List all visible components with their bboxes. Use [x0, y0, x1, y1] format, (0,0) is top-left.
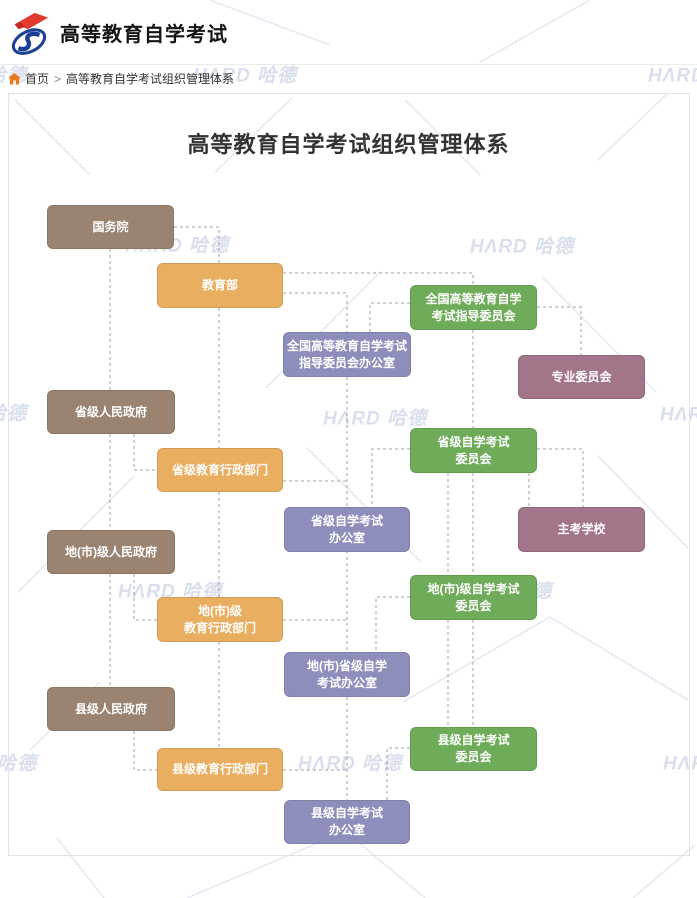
hard-watermark: HΛRD 哈德	[662, 753, 697, 775]
node-city-education-dept: 地(市)级教育行政部门	[157, 597, 283, 642]
node-county-government: 县级人民政府	[47, 687, 175, 731]
node-label: 考试指导委员会	[431, 308, 516, 323]
node-provincial-education-dept: 省级教育行政部门	[157, 448, 283, 492]
node-label: 办公室	[328, 823, 365, 837]
hard-watermark: HΛRD 哈德	[322, 408, 428, 430]
node-label: 国务院	[92, 219, 129, 234]
hard-watermark: HΛRD 哈德	[192, 65, 298, 87]
node-label: 教育部	[201, 278, 238, 292]
node-label: 全国高等教育自学	[425, 291, 522, 306]
breadcrumb-home-link[interactable]: 首页	[25, 72, 50, 86]
home-icon[interactable]	[8, 72, 21, 85]
node-label: 省级人民政府	[74, 404, 147, 419]
node-label: 指导委员会办公室	[298, 355, 395, 370]
node-county-education-dept: 县级教育行政部门	[157, 748, 283, 791]
content-frame	[8, 93, 690, 856]
node-label: 教育行政部门	[183, 620, 256, 635]
hard-watermark: HΛRD 哈德	[0, 753, 38, 775]
node-label: 委员会	[455, 750, 492, 764]
node-city-exam-committee: 地(市)级自学考试委员会	[410, 575, 537, 620]
self-exam-logo-icon[interactable]	[6, 7, 52, 57]
node-label: 省级自学考试	[437, 434, 510, 449]
node-provincial-government: 省级人民政府	[47, 390, 175, 434]
node-label: 地(市)级人民政府	[65, 544, 157, 559]
node-label: 全国高等教育自学考试	[286, 338, 407, 353]
node-city-government: 地(市)级人民政府	[47, 530, 175, 574]
node-ministry-of-education: 教育部	[157, 263, 283, 308]
node-label: 省级自学考试	[310, 513, 383, 528]
hard-watermark: HΛRD 哈德	[0, 403, 28, 425]
node-city-exam-office: 地(市)省级自学考试办公室	[284, 652, 410, 697]
node-national-steering-committee: 全国高等教育自学考试指导委员会	[410, 285, 537, 330]
hard-watermark: HΛRD 哈德	[659, 404, 697, 426]
site-header: 高等教育自学考试	[0, 0, 697, 65]
page-title: 高等教育自学考试组织管理体系	[187, 132, 510, 157]
node-label: 办公室	[328, 530, 365, 545]
connector-lines	[109, 226, 584, 800]
breadcrumb-separator: >	[54, 71, 62, 86]
node-label: 县级自学考试	[310, 806, 383, 820]
node-label: 委员会	[455, 451, 492, 466]
node-label: 地(市)省级自学	[307, 658, 387, 673]
hard-watermark: HΛRD 哈德	[297, 753, 403, 775]
node-label: 地(市)级自学考试	[427, 581, 520, 596]
hard-watermark: HΛRD 哈德	[469, 236, 575, 258]
node-label: 县级教育行政部门	[171, 762, 268, 776]
site-title: 高等教育自学考试	[60, 23, 228, 46]
node-label: 委员会	[455, 598, 492, 613]
node-label: 考试办公室	[316, 675, 377, 690]
node-county-exam-committee: 县级自学考试委员会	[410, 727, 537, 771]
node-specialty-committee: 专业委员会	[518, 355, 645, 399]
node-label: 县级人民政府	[74, 701, 147, 716]
hard-watermark: HΛRD 哈德	[647, 65, 697, 87]
node-chief-exam-schools: 主考学校	[518, 507, 645, 552]
node-label: 地(市)级	[198, 603, 242, 618]
node-state-council: 国务院	[47, 205, 174, 249]
node-label: 省级教育行政部门	[171, 462, 268, 477]
node-label: 主考学校	[557, 522, 606, 536]
breadcrumb: 首页 > 高等教育自学考试组织管理体系	[0, 65, 697, 92]
node-provincial-exam-office: 省级自学考试办公室	[284, 507, 410, 552]
node-provincial-exam-committee: 省级自学考试委员会	[410, 428, 537, 473]
node-label: 县级自学考试	[437, 733, 510, 747]
node-label: 专业委员会	[551, 369, 612, 384]
node-county-exam-office: 县级自学考试办公室	[284, 800, 410, 844]
node-national-steering-office: 全国高等教育自学考试指导委员会办公室	[283, 332, 411, 377]
breadcrumb-current-page: 高等教育自学考试组织管理体系	[66, 72, 235, 86]
